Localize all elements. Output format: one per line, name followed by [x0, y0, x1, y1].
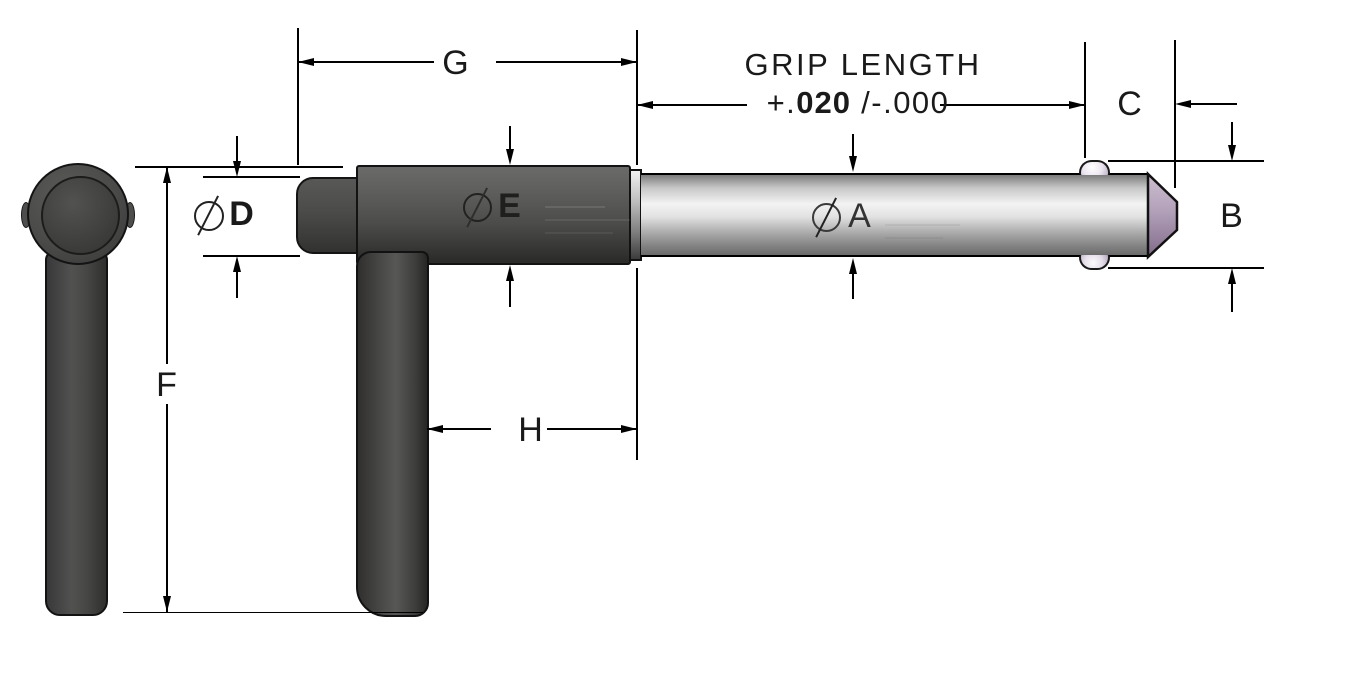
dimension-line	[236, 136, 238, 163]
dimension-line	[852, 274, 854, 299]
tolerance-suffix: /-.000	[851, 85, 950, 120]
grip-length-label: GRIP LENGTH	[744, 47, 982, 82]
arrowhead-down	[1228, 145, 1236, 161]
dimension-line	[852, 134, 854, 156]
arrowhead-left	[427, 425, 443, 433]
dimension-line	[509, 281, 511, 307]
arrowhead-left	[1175, 100, 1191, 108]
diameter-symbol-icon	[194, 201, 224, 231]
knob-end-view-face	[41, 176, 120, 255]
arrowhead-down	[163, 596, 171, 612]
dimension-line	[940, 104, 1085, 106]
extension-line	[1084, 42, 1086, 158]
grip-length-tolerance: +.020 /-.000	[733, 86, 983, 120]
dimension-line	[1231, 284, 1233, 312]
pin-chamfer-tip	[1146, 171, 1179, 260]
specular-streak	[885, 224, 960, 226]
arrowhead-up	[849, 258, 857, 274]
extension-line	[636, 30, 638, 165]
arrowhead-down	[233, 161, 241, 177]
extension-line	[1108, 267, 1264, 269]
dimension-line	[509, 126, 511, 150]
dim-b-label: B	[1220, 197, 1244, 235]
extension-line	[636, 268, 638, 460]
arrowhead-up	[233, 256, 241, 272]
arrowhead-up	[1228, 268, 1236, 284]
pin-end-cap	[296, 177, 360, 254]
dimension-line	[547, 428, 637, 430]
dim-f-label: F	[156, 366, 178, 404]
extension-line	[203, 255, 300, 257]
dim-h-label: H	[518, 411, 544, 449]
arrowhead-right	[1069, 101, 1085, 109]
dim-e-label: E	[498, 187, 522, 225]
handle-end-view	[45, 250, 108, 616]
specular-streak	[885, 237, 943, 239]
specular-streak	[545, 206, 605, 208]
dimension-line	[298, 61, 434, 63]
arrowhead-left	[637, 101, 653, 109]
arrowhead-right	[621, 58, 637, 66]
tolerance-bold-value: 020	[796, 85, 852, 120]
detent-ball-top	[1079, 160, 1110, 175]
pin-shaft	[641, 173, 1149, 257]
arrowhead-right	[621, 425, 637, 433]
dimension-line	[427, 428, 491, 430]
arrowhead-up	[506, 265, 514, 281]
dimension-line	[1191, 103, 1237, 105]
dimension-line	[166, 167, 168, 364]
handle-side-view	[356, 251, 429, 617]
extension-line	[297, 28, 299, 165]
arrowhead-left	[298, 58, 314, 66]
dimension-line	[637, 104, 747, 106]
dimension-line	[1231, 122, 1233, 152]
extension-line	[123, 611, 423, 613]
dim-a-label: A	[848, 197, 872, 235]
dim-d-label: D	[229, 195, 255, 233]
arrowhead-down	[849, 156, 857, 172]
dim-g-label: G	[442, 44, 470, 82]
tolerance-prefix: +.	[766, 85, 797, 120]
dimension-line	[496, 61, 637, 63]
extension-line	[1174, 40, 1176, 188]
specular-streak	[545, 219, 630, 221]
dimension-line	[236, 272, 238, 298]
diameter-symbol-icon	[463, 193, 492, 222]
arrowhead-down	[506, 149, 514, 165]
diameter-symbol-icon	[812, 203, 841, 232]
detent-ball-bottom	[1079, 255, 1110, 270]
arrowhead-up	[163, 167, 171, 183]
specular-streak	[545, 232, 613, 234]
extension-line	[203, 176, 300, 178]
dim-c-label: C	[1117, 85, 1143, 123]
dimension-line	[166, 404, 168, 612]
extension-line	[1108, 160, 1264, 162]
